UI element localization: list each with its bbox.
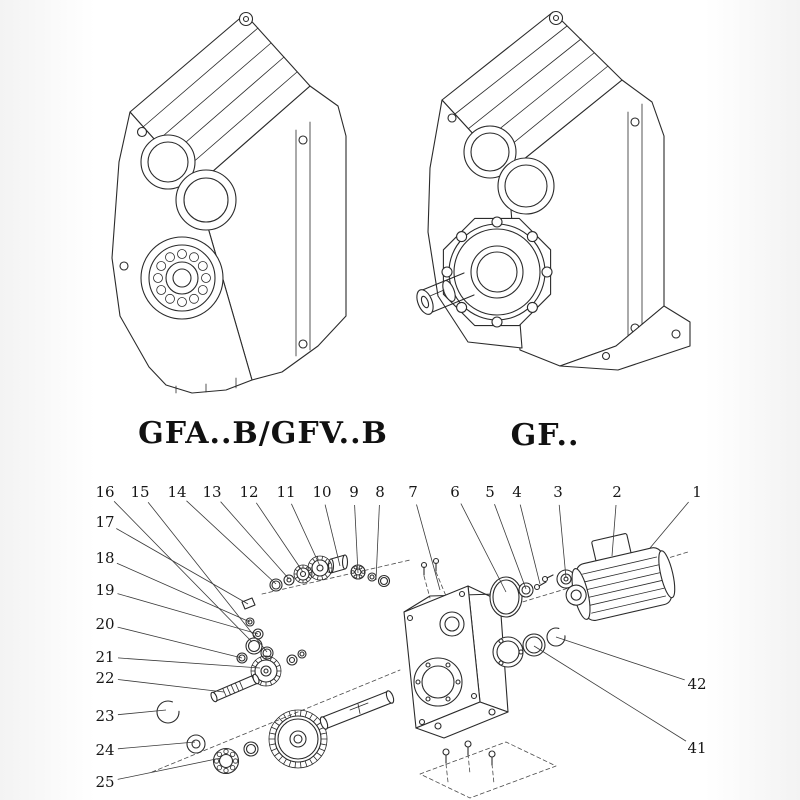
model-title-right: GF.. [511,418,580,453]
exploded-pinion-shaft [210,673,260,703]
exploded-base-plate [419,740,557,799]
callout-leader-42 [555,636,685,681]
output-bearing-left [140,236,224,320]
callout-label-41: 41 [687,739,706,757]
callout-label-23: 23 [95,707,114,725]
exploded-view [151,533,689,799]
callout-leader-20 [117,626,243,659]
callout-leader-8 [375,504,380,581]
callout-leader-16 [113,501,253,643]
callout-label-13: 13 [202,483,221,501]
exploded-gear-mid [250,655,282,687]
callout-leader-12 [255,502,304,573]
callout-leader-9 [354,504,359,574]
callout-leader-19 [117,593,259,635]
callout-label-5: 5 [485,483,495,501]
callout-label-17: 17 [95,513,114,531]
model-title-left: GFA..B/GFV..B [138,416,388,451]
exploded-bearing-lower [212,747,240,775]
callout-leader-23 [117,709,167,716]
callout-leader-21 [117,657,261,669]
callout-label-15: 15 [130,483,149,501]
callout-label-20: 20 [95,615,114,633]
callout-leader-1 [649,501,689,549]
callout-leader-22 [117,679,225,693]
exploded-bolts [533,574,554,591]
exploded-housing [403,585,509,739]
callout-leader-3 [558,504,567,579]
exploded-gasket [489,576,523,618]
callout-leader-13 [220,501,290,580]
callout-label-7: 7 [408,483,418,501]
callout-label-10: 10 [312,483,331,501]
callout-label-4: 4 [512,483,522,501]
callout-leader-15 [147,501,268,653]
gearbox-drawing-right [416,10,691,371]
callout-leader-7 [416,504,441,591]
callout-label-25: 25 [95,773,114,791]
exploded-output-shaft [319,690,395,730]
callout-leader-11 [291,503,321,567]
exploded-gear-small-1 [307,555,333,581]
callout-label-3: 3 [553,483,563,501]
callout-leader-6 [460,503,507,593]
filler-cap-left [238,11,254,27]
exploded-flange-rings [492,627,566,668]
exploded-gear-small-2 [293,564,313,584]
callout-label-42: 42 [687,675,706,693]
output-shaft-front [416,272,475,315]
callout-label-8: 8 [375,483,385,501]
callout-label-6: 6 [450,483,460,501]
callout-layer: 1234567891011121314151617181920212223242… [95,483,706,791]
callout-label-24: 24 [95,741,114,759]
exploded-motor [565,533,676,622]
callout-label-21: 21 [95,648,114,666]
callout-label-16: 16 [95,483,114,501]
callout-label-1: 1 [692,483,702,501]
gearbox-drawing-left [111,11,347,394]
callout-label-22: 22 [95,669,114,687]
callout-leader-2 [611,504,617,557]
output-flange [441,216,553,328]
callout-leader-14 [186,500,277,585]
callout-leader-25 [117,757,222,780]
callout-leader-4 [519,504,541,585]
exploded-snap-ring-left [156,700,180,724]
callout-leader-17 [116,528,249,605]
callout-leader-5 [494,504,527,590]
callout-label-14: 14 [167,483,186,501]
callout-leader-18 [116,562,251,623]
callout-label-9: 9 [349,483,359,501]
callout-leader-41 [533,645,687,742]
callout-label-2: 2 [612,483,622,501]
callout-label-19: 19 [95,581,114,599]
exploded-key [241,597,256,610]
callout-leader-10 [324,504,341,567]
callout-label-12: 12 [239,483,258,501]
exploded-mid-cluster [156,637,395,775]
callout-label-11: 11 [276,483,295,501]
callout-label-18: 18 [95,549,114,567]
exploded-large-gear [268,709,328,769]
callout-leader-24 [117,741,196,750]
filler-cap-right [548,10,564,26]
